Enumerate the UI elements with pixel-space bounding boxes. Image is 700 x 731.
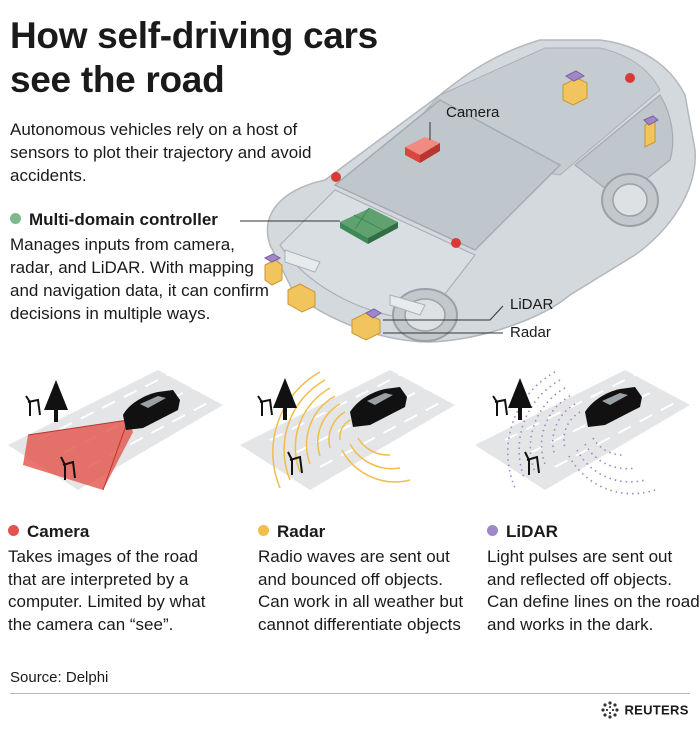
reuters-logo: REUTERS	[600, 700, 689, 720]
car-icon	[123, 390, 180, 430]
deer-icon	[492, 395, 508, 416]
lidar-pulses	[507, 371, 656, 495]
deer-icon	[524, 451, 540, 475]
intro-text: Autonomous vehicles rely on a host of se…	[10, 120, 312, 185]
camera-dot	[8, 525, 19, 536]
page-title: How self-driving cars see the road	[10, 15, 378, 100]
lidar-heading: LiDAR	[487, 522, 558, 542]
controller-unit	[340, 207, 398, 244]
footer-divider	[10, 693, 690, 694]
lidar-title: LiDAR	[506, 522, 558, 541]
controller-title: Multi-domain controller	[29, 210, 218, 229]
controller-description: Manages inputs from camera, radar, and L…	[10, 235, 269, 323]
camera-description: Takes images of the road that are interp…	[8, 547, 206, 634]
deer-icon	[257, 395, 273, 416]
car-icon	[585, 387, 642, 427]
camera-title: Camera	[27, 522, 90, 541]
callout-lidar: LiDAR	[510, 296, 554, 313]
camera-field-of-view	[23, 420, 133, 490]
deer-icon	[287, 451, 303, 475]
camera-sensor	[405, 137, 440, 163]
radar-description: Radio waves are sent out and bounced off…	[258, 547, 464, 634]
lidar-dot	[487, 525, 498, 536]
tree-icon	[508, 378, 532, 408]
radar-panel	[240, 370, 455, 490]
car-illustration	[240, 39, 696, 343]
radar-title: Radar	[277, 522, 326, 541]
callout-radar: Radar	[510, 324, 551, 341]
reuters-logo-text: REUTERS	[624, 702, 689, 718]
tree-icon	[44, 380, 68, 410]
radar-heading: Radar	[258, 522, 325, 542]
radar-waves	[272, 371, 411, 489]
camera-panel	[8, 370, 223, 491]
deer-icon	[60, 456, 76, 480]
controller-dot	[10, 213, 21, 224]
car-icon	[350, 387, 407, 427]
car-windshield	[333, 99, 562, 251]
reuters-logo-icon	[601, 701, 619, 719]
controller-heading: Multi-domain controller	[10, 210, 218, 230]
deer-icon	[25, 395, 41, 416]
tree-icon	[273, 378, 297, 408]
camera-heading: Camera	[8, 522, 89, 542]
lidar-panel	[475, 370, 690, 495]
source-note: Source: Delphi	[10, 669, 109, 686]
radar-dot	[258, 525, 269, 536]
lidar-description: Light pulses are sent out and reflected …	[487, 547, 700, 634]
callout-camera: Camera	[446, 104, 500, 121]
